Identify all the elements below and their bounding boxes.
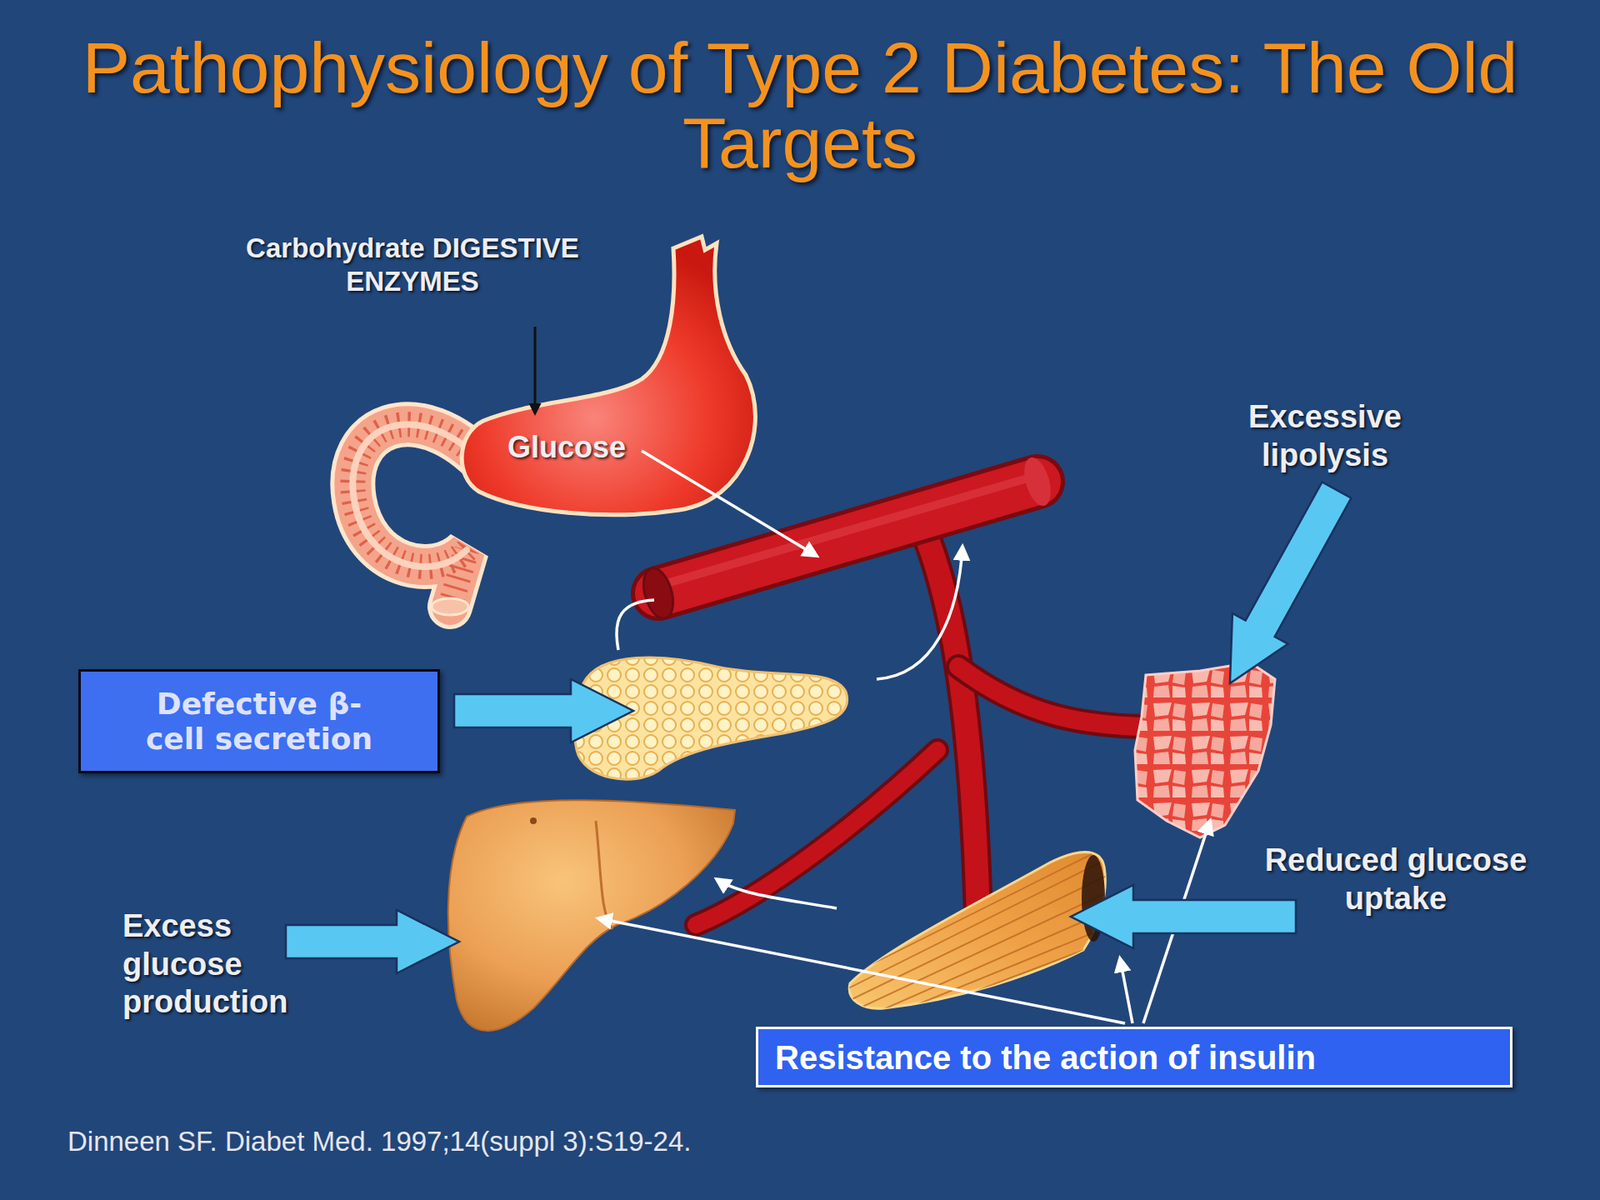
process-box: Defective β-cell secretion	[78, 669, 440, 774]
defect-label: Excessive lipolysis	[1225, 398, 1425, 475]
citation: Dinneen SF. Diabet Med. 1997;14(suppl 3)…	[67, 1125, 1485, 1159]
enzyme-label: Carbohydrate DIGESTIVE ENZYMES	[233, 231, 592, 298]
slide-title: Pathophysiology of Type 2 Diabetes: The …	[66, 30, 1534, 181]
stomach	[461, 236, 755, 515]
enzyme-arrow	[534, 326, 537, 414]
block-arrows	[285, 475, 1365, 974]
adipose-tissue	[1135, 662, 1275, 838]
box-label: Defective β-cell secretion	[128, 686, 391, 756]
box-label: Resistance to the action of insulin	[775, 1038, 1316, 1077]
process-box: Resistance to the action of insulin	[755, 1026, 1513, 1088]
defect-label: Excess glucose production	[122, 907, 331, 1022]
defect-label: Reduced glucose uptake	[1241, 841, 1550, 918]
liver	[448, 800, 735, 1031]
organ-label: Glucose	[491, 429, 642, 465]
